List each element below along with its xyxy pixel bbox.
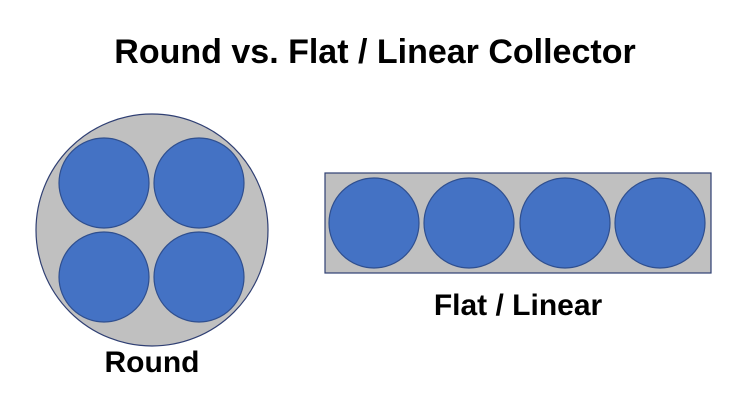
- flat-tube-4: [614, 177, 706, 269]
- flat-tube-3: [519, 177, 611, 269]
- flat-collector: [324, 172, 712, 274]
- flat-tube-1: [328, 177, 420, 269]
- round-collector-housing: [35, 113, 269, 347]
- round-label: Round: [104, 346, 200, 379]
- round-tube-top-right: [153, 137, 245, 229]
- round-tube-top-left: [58, 137, 150, 229]
- round-tube-bottom-left: [58, 231, 150, 323]
- flat-linear-label: Flat / Linear: [433, 289, 603, 322]
- page-title: Round vs. Flat / Linear Collector: [114, 33, 636, 71]
- round-collector: [35, 113, 269, 347]
- flat-tube-2: [423, 177, 515, 269]
- round-tube-bottom-right: [153, 231, 245, 323]
